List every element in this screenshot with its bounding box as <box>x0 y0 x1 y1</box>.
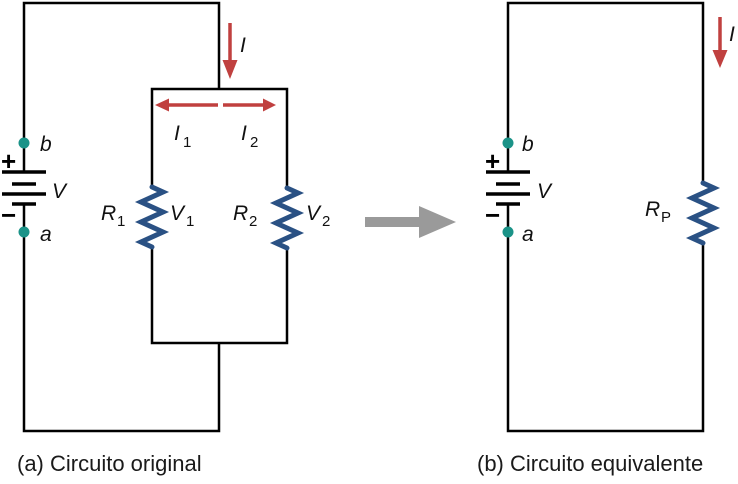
current-arrow-a: I <box>222 23 246 79</box>
caption-b: (b) Circuito equivalente <box>477 451 703 476</box>
plus-sign: + <box>1 146 16 176</box>
minus-sign: − <box>485 200 500 230</box>
branch-current-arrows: I 1 I 2 <box>155 98 276 151</box>
wire-parallel-top <box>150 87 289 188</box>
current-arrow-b: I <box>712 17 735 68</box>
battery-a: + − V b a <box>1 133 68 246</box>
voltage-2-label: V <box>306 202 322 225</box>
circuit-a: + − V b a R 1 V 1 R 2 V 2 I I <box>1 1 330 476</box>
branch-current-2-label: I <box>241 122 247 145</box>
branch-current-2-subscript: 2 <box>250 134 258 151</box>
wire-outer-top-b <box>506 1 705 183</box>
resistor-2-zigzag-icon <box>269 185 305 251</box>
branch-current-1-label: I <box>174 122 180 145</box>
resistor-p-label: R <box>645 198 660 221</box>
node-b-dot <box>18 137 30 149</box>
equivalence-arrow-icon <box>365 206 456 238</box>
resistor-p-zigzag-icon <box>685 180 721 246</box>
battery-voltage-label: V <box>537 180 553 203</box>
voltage-2-subscript: 2 <box>322 213 330 230</box>
resistor-1-zigzag-icon <box>134 184 170 250</box>
branch-arrowhead-right-icon <box>263 98 276 112</box>
node-a-dot <box>18 226 30 238</box>
current-arrowhead-icon <box>712 50 728 68</box>
resistor-2-label: R <box>233 202 248 225</box>
wire-outer-bottom-a <box>22 204 221 433</box>
caption-a: (a) Circuito original <box>17 451 202 476</box>
branch-arrowhead-left-icon <box>155 98 169 112</box>
current-label: I <box>240 34 246 57</box>
wire-outer-top-a <box>22 1 221 172</box>
resistor-1-subscript: 1 <box>117 213 125 230</box>
resistor-p-subscript: P <box>661 209 671 226</box>
node-b-label: b <box>40 133 52 156</box>
wire-outer-bottom-b <box>506 204 705 433</box>
node-b-dot <box>502 137 514 149</box>
node-a-label: a <box>522 223 534 246</box>
wire-parallel-bottom <box>150 247 289 345</box>
resistor-1-label: R <box>101 202 116 225</box>
battery-voltage-label: V <box>52 180 68 203</box>
voltage-1-subscript: 1 <box>186 213 194 230</box>
node-b-label: b <box>522 133 534 156</box>
branch-current-1-subscript: 1 <box>183 134 191 151</box>
circuit-b: + − V b a R P I (b) Circuito equivalente <box>477 1 735 476</box>
current-arrowhead-icon <box>222 60 238 79</box>
voltage-1-label: V <box>170 202 186 225</box>
node-a-dot <box>502 226 514 238</box>
resistor-2-subscript: 2 <box>249 213 257 230</box>
battery-b: + − V b a <box>485 133 553 246</box>
plus-sign: + <box>485 146 500 176</box>
current-label: I <box>729 23 735 46</box>
minus-sign: − <box>1 200 16 230</box>
node-a-label: a <box>40 223 52 246</box>
